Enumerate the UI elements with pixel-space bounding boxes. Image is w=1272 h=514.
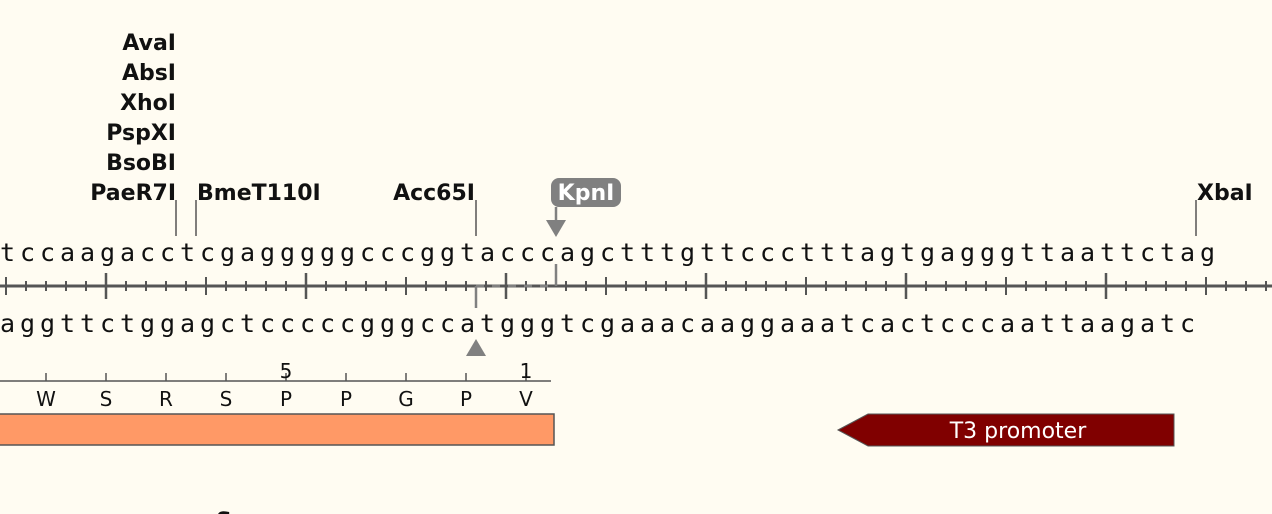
enzyme-label-xbai[interactable]: XbaI (1197, 181, 1253, 206)
kpni-badge[interactable]: KpnI (551, 178, 621, 207)
position-ruler (0, 273, 1272, 299)
bottom-strand-sequence[interactable]: aggttctggagctcccccgggccatgggtcgaaacaagga… (0, 309, 1195, 338)
enzyme-label-bsobi[interactable]: BsoBI (106, 151, 176, 176)
t3-promoter-label: T3 promoter (949, 419, 1087, 444)
kpni-top-cut-arrow (546, 220, 566, 237)
enzyme-label-kpni: KpnI (558, 181, 615, 206)
amino-acid-w-1: W (36, 387, 56, 411)
amino-acid-s-2: S (100, 387, 113, 411)
enzyme-label-xhoi[interactable]: XhoI (120, 91, 176, 116)
aa-position-5: 5 (280, 359, 293, 383)
enzyme-label-pspxi[interactable]: PspXI (106, 121, 176, 146)
amino-acid-p-5: P (280, 387, 292, 411)
enzyme-label-avai[interactable]: AvaI (122, 31, 176, 56)
amino-acid-s-4: S (220, 387, 233, 411)
amino-acid-r-3: R (159, 387, 173, 411)
enzyme-label-paer7i[interactable]: PaeR7I (90, 181, 176, 206)
amino-acid-p-6: P (340, 387, 352, 411)
amino-acid-p-8: P (460, 387, 472, 411)
enzyme-label-absi[interactable]: AbsI (122, 61, 176, 86)
partial-enzyme-label: Sa (216, 509, 247, 514)
amino-acid-g-7: G (398, 387, 414, 411)
aa-position-1: 1 (520, 359, 533, 383)
enzyme-label-bmet110i[interactable]: BmeT110I (197, 181, 321, 206)
kpni-cut-path (474, 264, 558, 308)
amino-acid-v-9: V (519, 387, 533, 411)
kpni-bottom-cut-arrow (466, 339, 486, 356)
t3-promoter-feature[interactable]: T3 promoter (836, 413, 1175, 447)
orf-feature[interactable] (0, 413, 555, 446)
top-strand-sequence[interactable]: tccaagacctcgagggggcccggtacccagctttgttccc… (0, 238, 1215, 267)
enzyme-label-acc65i[interactable]: Acc65I (393, 181, 475, 206)
